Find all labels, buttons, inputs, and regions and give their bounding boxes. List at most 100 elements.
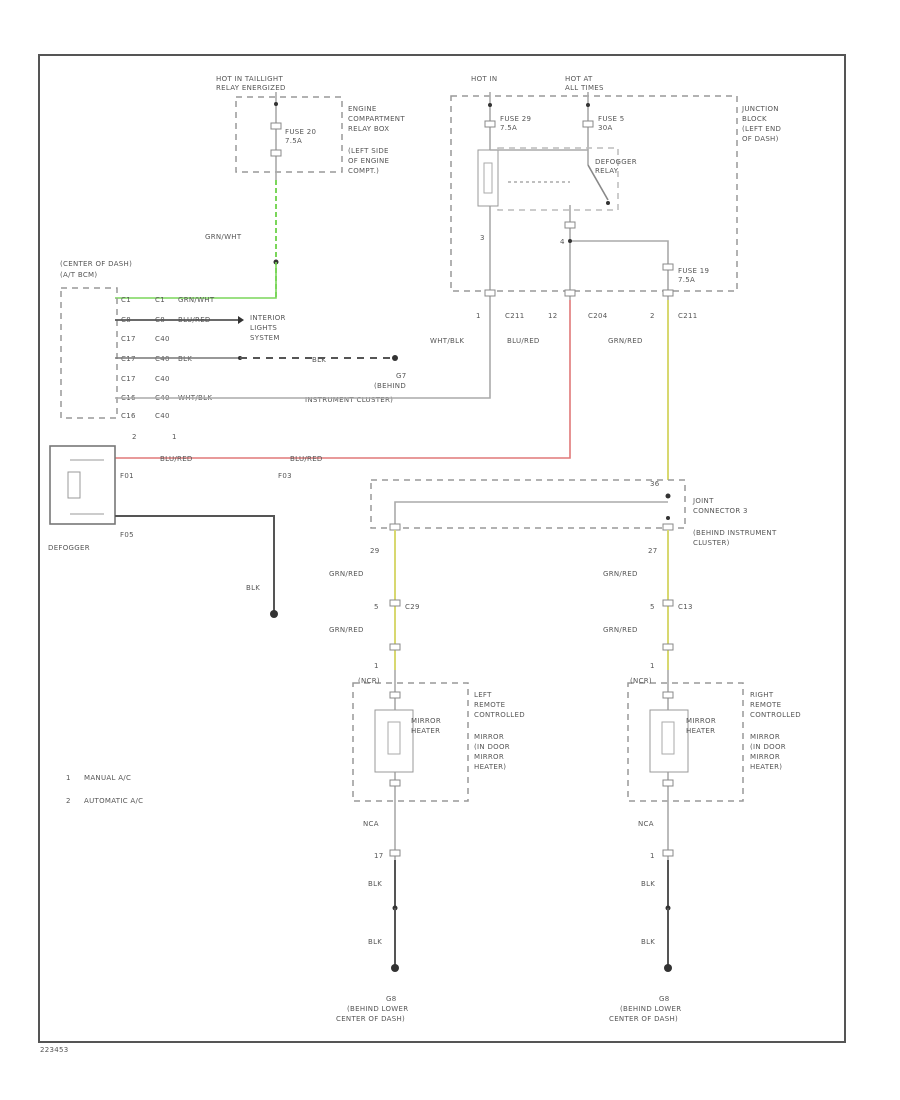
- right-ground: G8: [659, 995, 669, 1003]
- blk-label-2: BLK: [246, 584, 260, 592]
- red-wire-label-2: BLU/RED: [290, 455, 323, 463]
- left-label-2: REMOTE: [474, 701, 505, 709]
- engine-box-label-2: COMPARTMENT: [348, 115, 405, 123]
- joint-pin-36: 36: [650, 480, 660, 488]
- engine-box-label-3: RELAY BOX: [348, 125, 389, 133]
- row-conn-5: C40: [155, 375, 170, 383]
- right-wire-2: GRN/RED: [603, 626, 638, 634]
- center-dash-title: (CENTER OF DASH): [60, 260, 132, 268]
- hot-at-label-2: ALL TIMES: [565, 84, 604, 92]
- joint-pin-29: 29: [370, 547, 380, 555]
- jb-label-2: BLOCK: [742, 115, 767, 123]
- right-pin: 5: [650, 603, 655, 611]
- footer-code: 223453: [40, 1046, 69, 1054]
- right-heater-2: HEATER: [686, 727, 715, 735]
- jb-label-1: JUNCTION: [741, 105, 779, 113]
- legend-text-2: AUTOMATIC A/C: [84, 797, 143, 805]
- right-mirror-circuit: GRN/RED 5 C13 GRN/RED 1 (NCR) MIRROR HEA…: [603, 530, 801, 1023]
- relay-label: DEFOGGER: [595, 158, 637, 166]
- joint-connector: 36 JOINT CONNECTOR 3 (BEHIND INSTRUMENT …: [370, 479, 777, 555]
- engine-box-label-4: (LEFT SIDE: [348, 147, 389, 155]
- left-pin-2: 17: [374, 852, 384, 860]
- row-pin-4: C17: [121, 355, 136, 363]
- left-label-7: HEATER): [474, 763, 506, 771]
- row-pin-1: C1: [121, 296, 131, 304]
- left-wire-2: GRN/RED: [329, 626, 364, 634]
- grn-red-label: GRN/RED: [608, 337, 643, 345]
- legend-num-2: 2: [66, 797, 71, 805]
- left-num: 1: [374, 662, 379, 670]
- left-ground-loc-1: (BEHIND LOWER: [347, 1005, 408, 1013]
- left-heater-2: HEATER: [411, 727, 440, 735]
- joint-label-4: CLUSTER): [693, 539, 730, 547]
- left-heater-1: MIRROR: [411, 717, 441, 725]
- left-label-1: LEFT: [474, 691, 492, 699]
- row-wire-4: BLK: [178, 355, 192, 363]
- right-heater-1: MIRROR: [686, 717, 716, 725]
- grn-wht-label: GRN/WHT: [205, 233, 242, 241]
- fuse-19-amp: 7.5A: [678, 276, 695, 284]
- relay-label-2: RELAY: [595, 167, 619, 175]
- fuse-29-label: FUSE 29: [500, 115, 531, 123]
- left-num-1: 1: [172, 433, 177, 441]
- blk-label: BLK: [312, 356, 326, 364]
- fuse-5-label: FUSE 5: [598, 115, 625, 123]
- left-wire-3: BLK: [368, 880, 382, 888]
- red-wire-label-1: BLU/RED: [160, 455, 193, 463]
- row-conn-1: C1: [155, 296, 165, 304]
- fuse-29-amp: 7.5A: [500, 124, 517, 132]
- left-wire-4: BLK: [368, 938, 382, 946]
- g7-loc-2: INSTRUMENT CLUSTER): [305, 396, 393, 404]
- center-dash-title-2: (A/T BCM): [60, 271, 97, 279]
- right-label-2: REMOTE: [750, 701, 781, 709]
- jb-pin-4: 4: [560, 238, 565, 246]
- left-pin: 5: [374, 603, 379, 611]
- hot-label-2: RELAY ENERGIZED: [216, 84, 286, 92]
- row-pin-7: C16: [121, 412, 136, 420]
- hot-label: HOT IN TAILLIGHT: [216, 75, 283, 83]
- jb-label-4: OF DASH): [742, 135, 779, 143]
- interior-label-3: SYSTEM: [250, 334, 280, 342]
- left-label-3: CONTROLLED: [474, 711, 525, 719]
- joint-label-3: (BEHIND INSTRUMENT: [693, 529, 777, 537]
- junction-block: HOT IN HOT AT ALL TIMES JUNCTION BLOCK (…: [450, 75, 781, 300]
- row-conn-4: C40: [155, 355, 170, 363]
- right-label-3: CONTROLLED: [750, 711, 801, 719]
- legend: 1 MANUAL A/C 2 AUTOMATIC A/C: [66, 774, 143, 805]
- left-plug: (NCR): [358, 677, 380, 685]
- f03-label: F03: [278, 472, 292, 480]
- right-label-1: RIGHT: [750, 691, 774, 699]
- c204-label: C204: [588, 312, 608, 320]
- left-label-5: (IN DOOR: [474, 743, 510, 751]
- fuse-20-label: FUSE 20: [285, 128, 316, 136]
- right-conn: C13: [678, 603, 693, 611]
- c211b-label: C211: [678, 312, 697, 320]
- right-pin-2: 1: [650, 852, 655, 860]
- engine-relay-box: HOT IN TAILLIGHT RELAY ENERGIZED FUSE 20…: [216, 75, 405, 180]
- right-label-4: MIRROR: [750, 733, 780, 741]
- f01-label: F01: [120, 472, 134, 480]
- g7-loc-1: (BEHIND: [374, 382, 406, 390]
- left-mirror-circuit: GRN/RED 5 C29 GRN/RED 1 (NCR) MIRROR HEA…: [329, 530, 525, 1023]
- right-plug: (NCR): [630, 677, 652, 685]
- right-wire-1: GRN/RED: [603, 570, 638, 578]
- right-nca: NCA: [638, 820, 654, 828]
- right-ground-loc-1: (BEHIND LOWER: [620, 1005, 681, 1013]
- right-ground-loc-2: CENTER OF DASH): [609, 1015, 678, 1023]
- right-wire-4: BLK: [641, 938, 655, 946]
- right-label-7: HEATER): [750, 763, 782, 771]
- row-pin-3: C17: [121, 335, 136, 343]
- engine-box-label-6: COMPT.): [348, 167, 379, 175]
- legend-num-1: 1: [66, 774, 71, 782]
- engine-box-label-1: ENGINE: [348, 105, 377, 113]
- defogger-label: DEFOGGER: [48, 544, 90, 552]
- left-wire-1: GRN/RED: [329, 570, 364, 578]
- right-label-5: (IN DOOR: [750, 743, 786, 751]
- interior-label-2: LIGHTS: [250, 324, 277, 332]
- joint-pin-27: 27: [648, 547, 658, 555]
- c211-pin: 1: [476, 312, 481, 320]
- wht-blk-label: WHT/BLK: [430, 337, 464, 345]
- jb-label-3: (LEFT END: [742, 125, 781, 133]
- left-conn: C29: [405, 603, 420, 611]
